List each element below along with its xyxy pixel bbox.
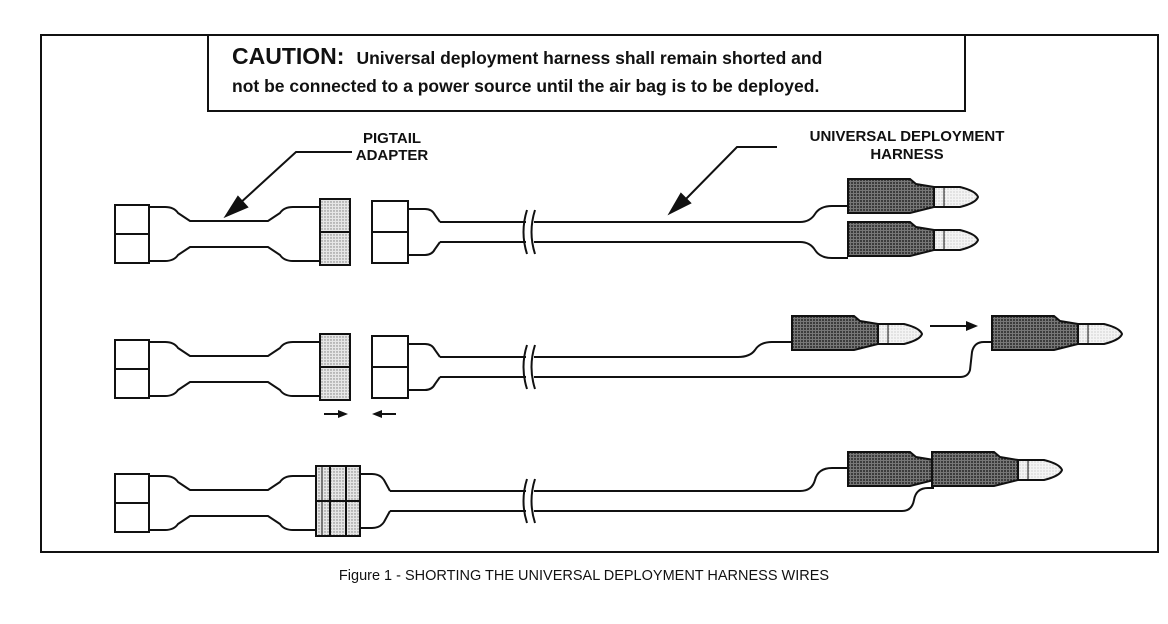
caution-line-1-rest: Universal deployment harness shall remai…	[356, 48, 822, 68]
banana-plug-row-2-first	[791, 315, 923, 351]
mated-connectors-row-3	[315, 465, 361, 537]
harness-label-line-1: UNIVERSAL DEPLOYMENT	[810, 128, 1005, 145]
pigtail-adapter-row-2	[114, 333, 351, 401]
caution-line-1: CAUTION: Universal deployment harness sha…	[232, 43, 822, 69]
banana-plug-row-2-second	[991, 315, 1123, 351]
pigtail-adapter-row-1	[114, 198, 351, 266]
wire-break-row-3	[522, 478, 536, 524]
row-2-separating	[114, 315, 1123, 418]
row-3-connected-shorted	[114, 451, 1063, 537]
caution-line-2: not be connected to a power source until…	[232, 76, 819, 96]
wire-break-row-1	[522, 209, 536, 255]
caution-box-border	[207, 34, 966, 112]
banana-plug-row-3-second	[931, 451, 1063, 487]
pigtail-label-line-2: ADAPTER	[356, 147, 429, 164]
pigtail-adapter-row-3	[114, 473, 316, 533]
harness-label-line-2: HARNESS	[870, 146, 943, 163]
banana-plug-row-1-upper	[847, 178, 979, 214]
caution-box: CAUTION: Universal deployment harness sha…	[207, 34, 966, 112]
row-1-disconnected-shorted	[114, 178, 979, 266]
harness-connector-row-2	[371, 335, 526, 399]
harness-body-row-3	[360, 473, 526, 529]
push-arrow-right	[324, 410, 348, 418]
plug-move-arrow	[930, 321, 978, 331]
figure-caption: Figure 1 - SHORTING THE UNIVERSAL DEPLOY…	[339, 568, 829, 584]
pigtail-leader-arrow	[223, 151, 352, 219]
harness-connector-row-1	[371, 200, 526, 264]
caution-heading: CAUTION:	[232, 43, 344, 69]
push-arrow-left	[372, 410, 396, 418]
harness-leader-arrow	[667, 146, 777, 216]
pigtail-label-line-1: PIGTAIL	[363, 130, 421, 147]
wire-break-row-2	[522, 344, 536, 390]
banana-plug-row-1-lower	[847, 221, 979, 257]
